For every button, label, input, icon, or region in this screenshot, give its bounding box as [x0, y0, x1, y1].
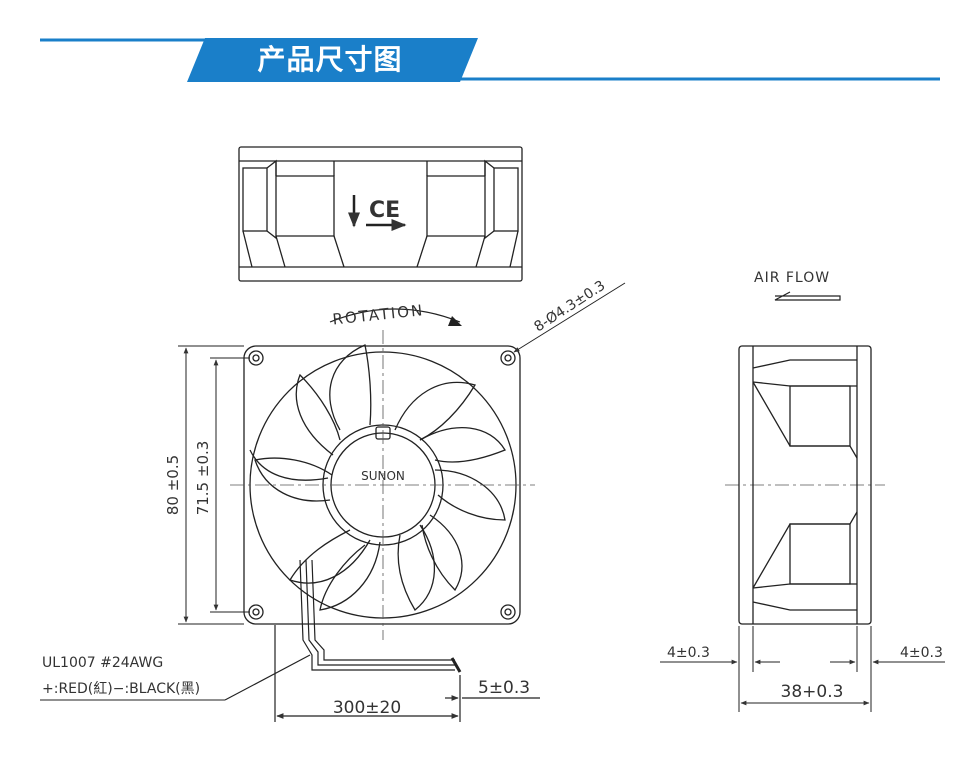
rotation-label: ROTATION	[332, 301, 425, 329]
rotation-arc	[329, 308, 461, 323]
airflow-label: AIR FLOW	[754, 270, 830, 286]
hole-leader-line	[513, 282, 626, 353]
side-dimensions	[660, 626, 945, 712]
wire-spec-label: UL1007 #24AWG	[42, 655, 163, 671]
fan-front-view	[243, 344, 521, 625]
vertical-dimensions	[178, 345, 250, 625]
brand-label: SUNON	[361, 469, 405, 483]
rotation-arrow-icon	[448, 316, 462, 326]
dim-outer-label: 80 ±0.5	[164, 455, 182, 515]
wire-length-label: 300±20	[333, 698, 401, 718]
dim-inner-label: 71.5 ±0.3	[194, 441, 212, 516]
fan-side-view	[738, 345, 872, 625]
section-header: 产品尺寸图	[0, 0, 980, 100]
depth-label: 38+0.3	[781, 682, 844, 702]
hole-label: 8-Ø4.3±0.3	[531, 278, 608, 336]
fan-wires	[224, 559, 540, 722]
ce-mark-group: CE	[348, 195, 407, 231]
fan-top-view	[238, 146, 523, 282]
wire-colors-label: +:RED(紅)−:BLACK(黑)	[42, 681, 200, 697]
center-lines	[230, 330, 885, 640]
wire-strip-label: 5±0.3	[478, 678, 530, 698]
header-banner	[40, 38, 940, 82]
flange-right-label: 4±0.3	[900, 645, 943, 661]
airflow-arrow-icon	[774, 291, 841, 301]
header-title-bar	[187, 38, 478, 82]
flange-left-label: 4±0.3	[667, 645, 710, 661]
page-title: 产品尺寸图	[257, 43, 403, 76]
ce-mark: CE	[369, 198, 400, 223]
